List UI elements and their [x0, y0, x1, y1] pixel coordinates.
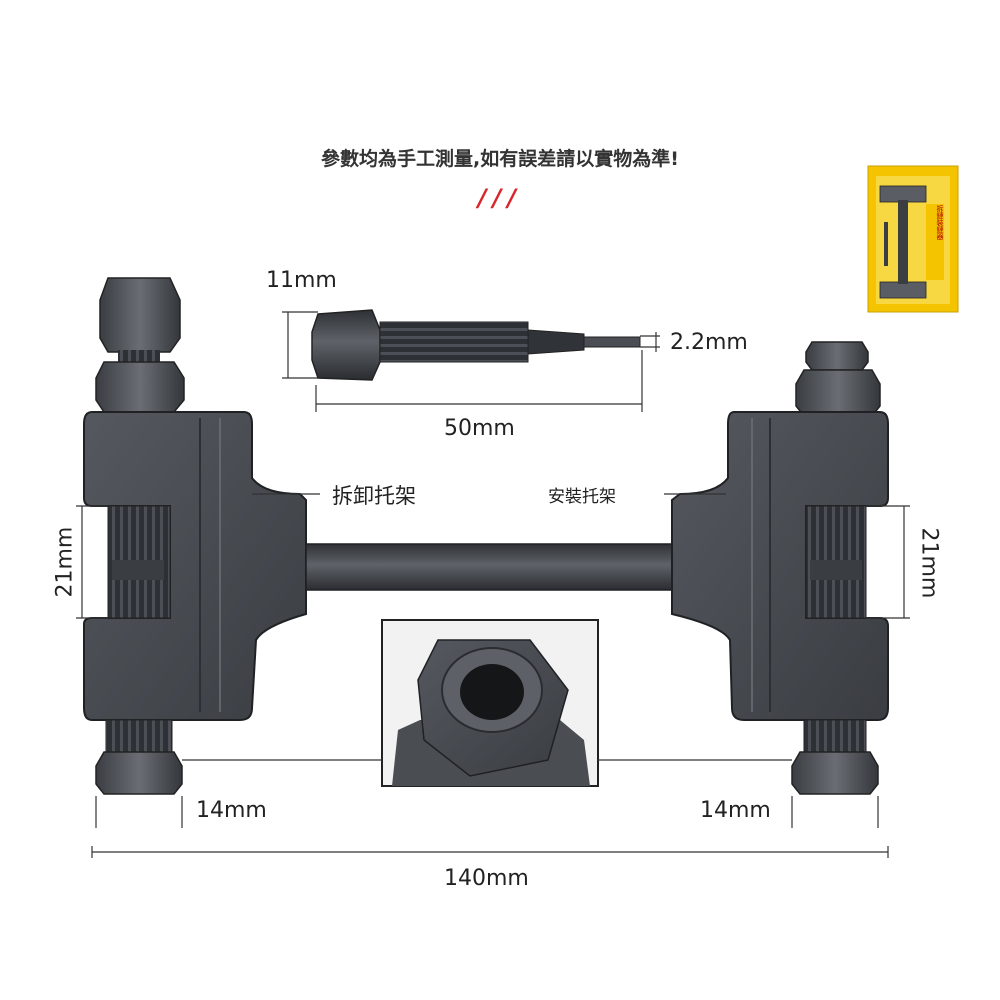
accent-marks: /// [477, 184, 523, 212]
pin-length-dimension: 50mm [444, 416, 515, 441]
measurement-disclaimer: 參數均為手工測量,如有誤差請以實物為準! [321, 148, 679, 170]
connecting-rod [305, 543, 673, 591]
left-bracket-body [83, 277, 307, 795]
right-gap-dimension: 21mm [916, 527, 942, 599]
right-bracket-body [671, 341, 889, 795]
pin-bolt-icon [311, 309, 641, 381]
pin-tip-dimension: 2.2mm [670, 330, 748, 355]
pin-dimension-lines [282, 311, 660, 412]
package-thumbnail [867, 165, 959, 313]
removal-bracket-label: 拆卸托架 [332, 484, 416, 508]
left-nut-dimension: 14mm [196, 798, 267, 823]
right-nut-dimension: 14mm [700, 798, 771, 823]
total-length-dimension: 140mm [444, 866, 529, 891]
nut-detail-icon [381, 619, 599, 787]
install-bracket-label: 安裝托架 [548, 487, 616, 507]
left-gap-dimension: 21mm [52, 526, 78, 598]
pin-head-dimension: 11mm [266, 268, 337, 293]
package-title: 拆鏈裝鏈器 [936, 205, 944, 240]
body-dimension-lines [76, 493, 910, 858]
